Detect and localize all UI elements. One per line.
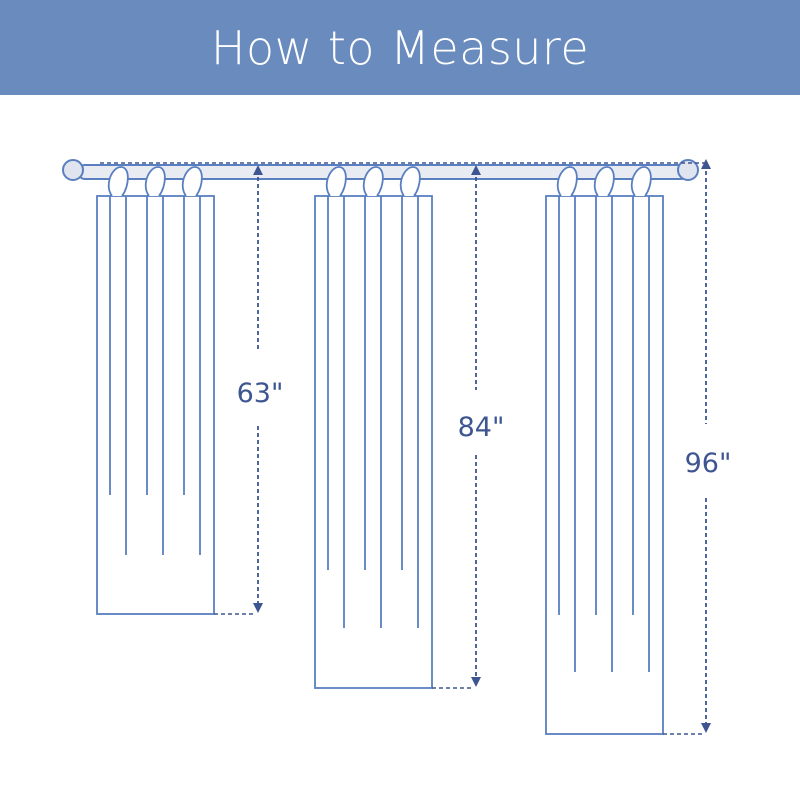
rod-finial-right — [677, 159, 699, 181]
measure-label-84: 84" — [458, 412, 505, 443]
measure-label-96: 96" — [685, 448, 732, 479]
curtain-panel-96: 96" — [545, 159, 732, 735]
rod-finial-left — [62, 159, 84, 181]
curtain-panel-84: 84" — [314, 165, 505, 689]
header-banner: How to Measure — [0, 0, 800, 95]
measure-label-63: 63" — [237, 378, 284, 409]
curtain-panel-63: 63" — [96, 165, 284, 615]
page-title: How to Measure — [210, 20, 590, 75]
